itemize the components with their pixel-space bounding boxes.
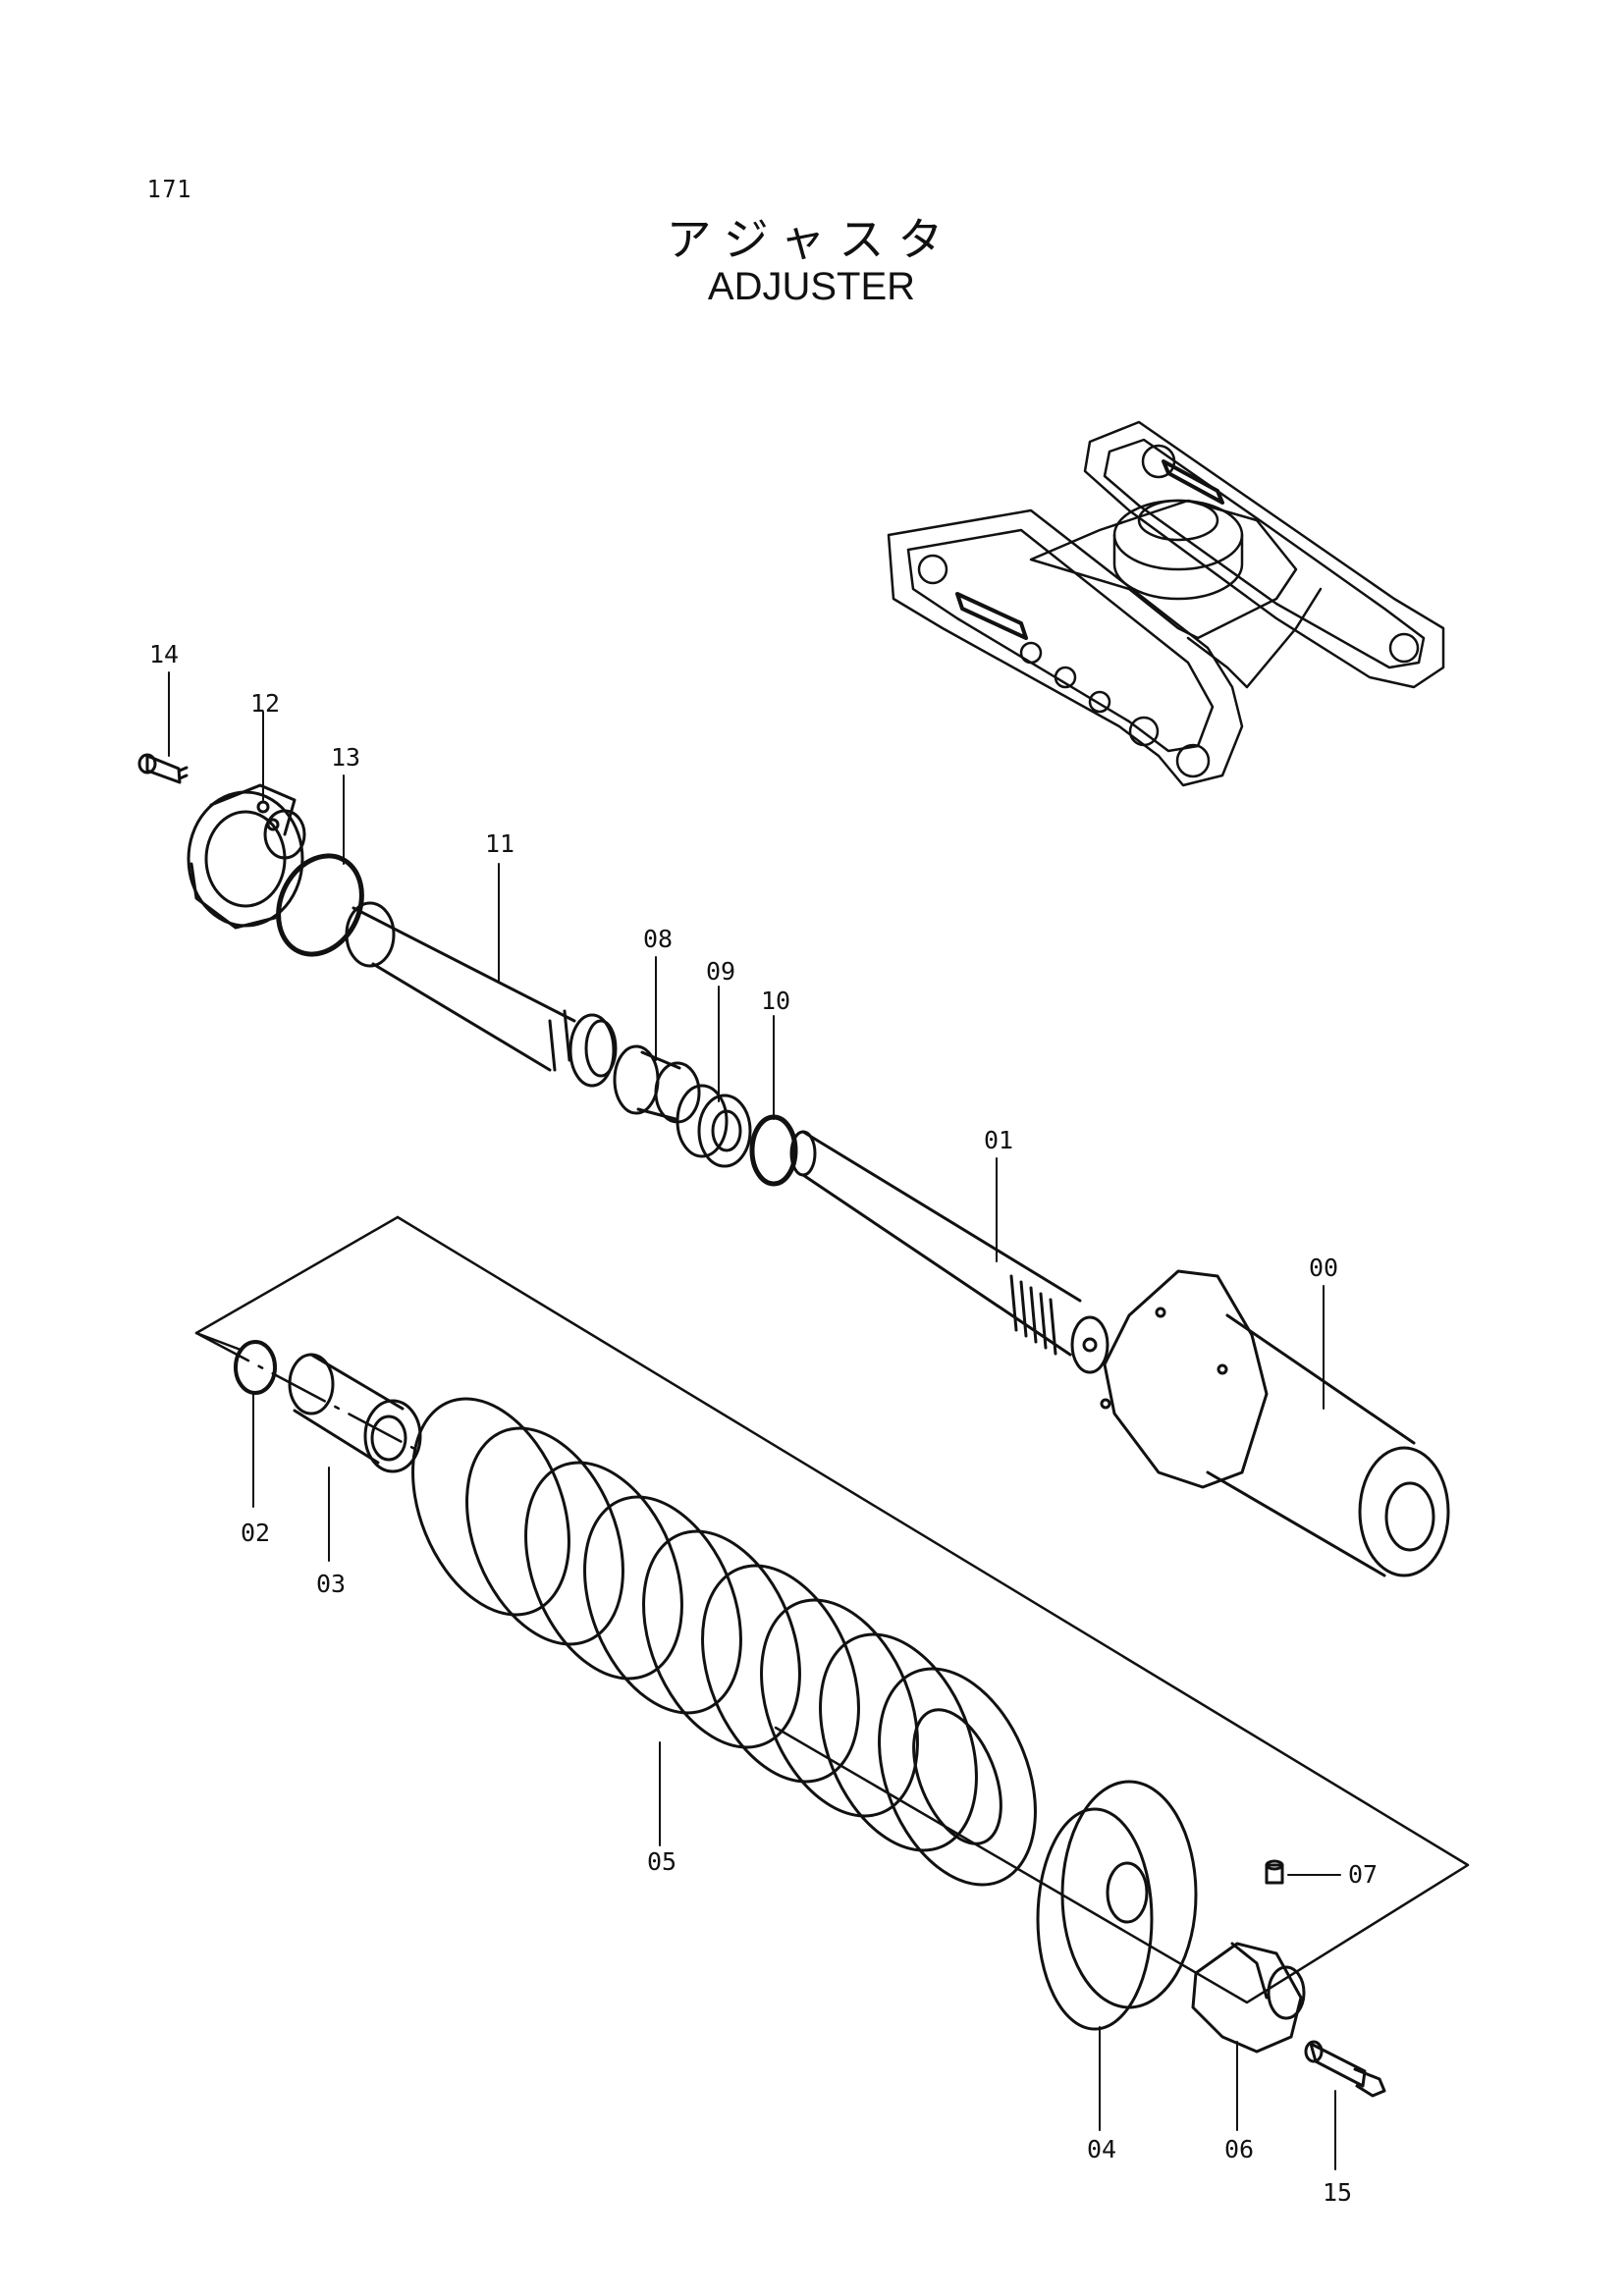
callout-13: 13: [331, 743, 360, 772]
part-14-bolt: [137, 753, 189, 784]
callout-14: 14: [149, 640, 179, 668]
part-12-flange: [187, 783, 306, 930]
part-15-grease-fitting: [1304, 2040, 1386, 2098]
callout-15: 15: [1323, 2178, 1352, 2207]
part-00-tube: [1100, 1269, 1450, 1577]
part-13-o-ring: [276, 853, 364, 957]
part-11-cylinder: [345, 901, 618, 1088]
part-07-plug: [1265, 1859, 1284, 1885]
part-03-bushing: [288, 1353, 422, 1473]
callout-07: 07: [1348, 1860, 1378, 1889]
assembly-outline: [194, 1215, 1470, 2004]
part-09-seal: [676, 1084, 752, 1168]
callout-labels: 14 12 13 11 08 09 10 01 00 02 03 05 04 0…: [149, 640, 1378, 2207]
callout-08: 08: [643, 925, 673, 953]
callout-leaders: [168, 671, 1341, 2170]
title-japanese: アジャスタ: [666, 213, 957, 266]
callout-06: 06: [1224, 2135, 1254, 2163]
callout-09: 09: [706, 957, 735, 986]
part-10-snap-ring: [749, 1114, 798, 1187]
callout-00: 00: [1309, 1254, 1338, 1282]
part-04-collar: [1036, 1780, 1198, 2031]
callout-02: 02: [241, 1519, 270, 1547]
callout-10: 10: [761, 987, 790, 1015]
part-05-spring: [411, 1397, 1037, 1887]
callout-03: 03: [316, 1570, 346, 1598]
page-number: 171: [147, 175, 192, 203]
callout-05: 05: [647, 1847, 676, 1876]
callout-01: 01: [984, 1126, 1013, 1154]
part-06-nut: [1191, 1942, 1306, 2054]
title-english: ADJUSTER: [707, 265, 916, 308]
callout-12: 12: [250, 689, 280, 718]
part-01-rod: [789, 1130, 1109, 1374]
callout-11: 11: [485, 829, 514, 858]
callout-04: 04: [1087, 2135, 1116, 2163]
undercarriage-overview: [887, 420, 1445, 787]
part-02-o-ring: [234, 1340, 277, 1395]
